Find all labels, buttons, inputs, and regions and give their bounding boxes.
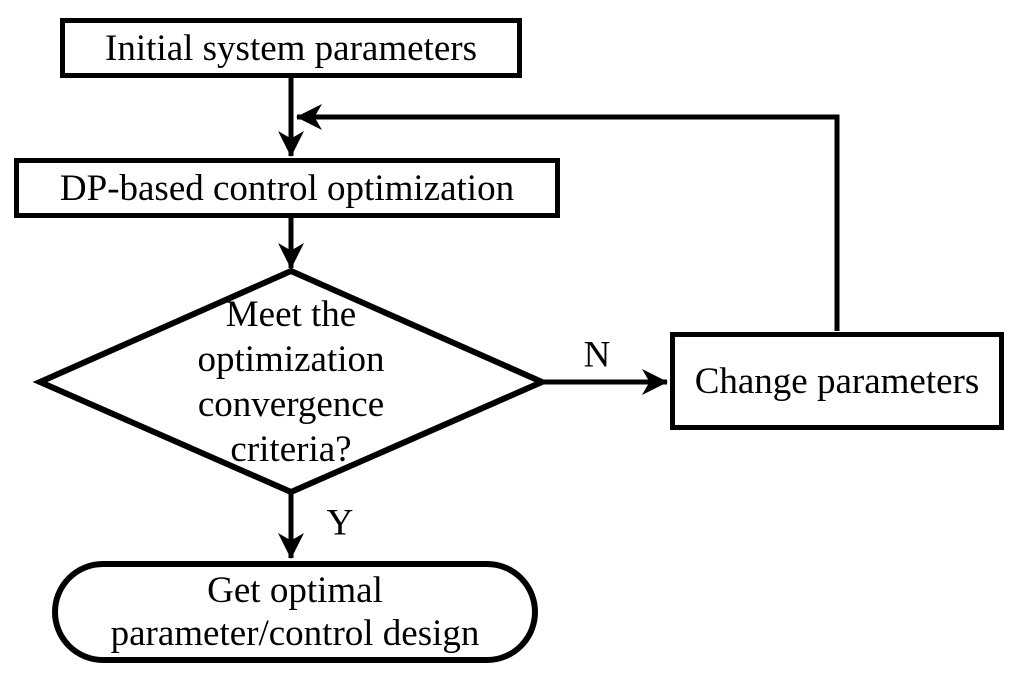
decision-text-line-2: optimization xyxy=(197,339,385,380)
edge-label-yes: Y xyxy=(326,502,354,544)
node-dp-control-optimization: DP-based control optimization xyxy=(14,158,560,218)
result-text-line-1: Get optimal xyxy=(207,570,383,611)
node-dp-label: DP-based control optimization xyxy=(59,167,515,209)
node-change-label: Change parameters xyxy=(694,360,980,402)
node-decision-convergence: Meet the optimization convergence criter… xyxy=(141,292,441,472)
edge-label-no: N xyxy=(583,334,611,376)
decision-text-line-1: Meet the xyxy=(225,294,357,335)
connector-feedback-loop xyxy=(296,104,840,331)
node-initial-label: Initial system parameters xyxy=(105,27,477,69)
result-text-line-2: parameter/control design xyxy=(110,613,480,654)
decision-text-line-4: criteria? xyxy=(230,429,352,470)
decision-text-line-3: convergence xyxy=(197,384,385,425)
node-change-parameters: Change parameters xyxy=(670,332,1004,430)
node-initial-system-parameters: Initial system parameters xyxy=(60,18,522,78)
node-optimal-design: Get optimal parameter/control design xyxy=(52,561,538,663)
